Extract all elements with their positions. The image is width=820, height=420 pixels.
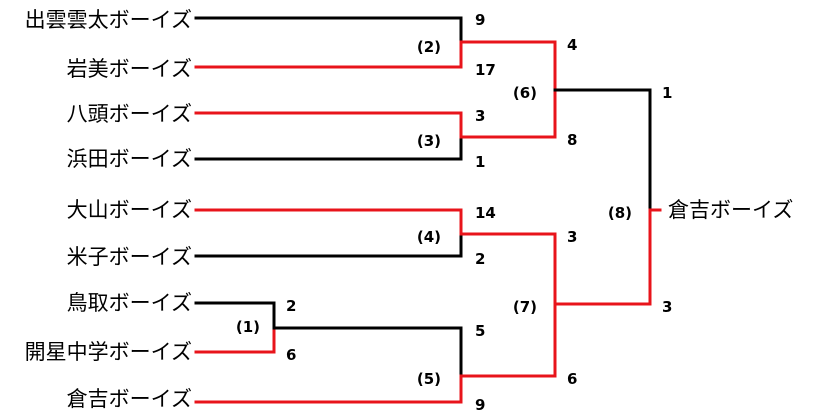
score-game6-top: 4 bbox=[567, 36, 577, 54]
score-game7-bottom: 6 bbox=[567, 370, 577, 388]
line-game3-top bbox=[194, 111, 463, 139]
score-game2-top: 9 bbox=[475, 11, 485, 29]
score-game5-bottom: 9 bbox=[475, 396, 485, 414]
score-game3-top: 3 bbox=[475, 107, 485, 125]
team-name-kaisei: 開星中学ボーイズ bbox=[25, 340, 192, 364]
game-label-5: (5) bbox=[417, 370, 441, 388]
score-game8-top: 1 bbox=[662, 84, 672, 102]
score-game3-bottom: 1 bbox=[475, 153, 485, 171]
game-label-1: (1) bbox=[236, 318, 260, 336]
score-game8-bottom: 3 bbox=[662, 298, 672, 316]
game-label-3: (3) bbox=[417, 132, 441, 150]
line-game5-top bbox=[272, 326, 463, 378]
score-game1-bottom: 6 bbox=[286, 346, 296, 364]
game-label-4: (4) bbox=[417, 228, 441, 246]
line-game8-bottom bbox=[553, 208, 652, 306]
score-game1-top: 2 bbox=[286, 297, 296, 315]
line-game1-top bbox=[194, 301, 276, 330]
game-label-7: (7) bbox=[513, 298, 537, 316]
team-name-iwami: 岩美ボーイズ bbox=[67, 57, 192, 81]
line-game8-top bbox=[553, 88, 652, 212]
line-game7-bottom bbox=[459, 302, 557, 378]
team-name-hamada: 浜田ボーイズ bbox=[67, 147, 192, 171]
score-game6-bottom: 8 bbox=[567, 131, 577, 149]
team-name-tottori: 鳥取ボーイズ bbox=[67, 291, 192, 315]
team-name-yazu: 八頭ボーイズ bbox=[67, 102, 192, 126]
game-label-2: (2) bbox=[417, 38, 441, 56]
score-game2-bottom: 17 bbox=[475, 61, 496, 79]
line-game5-bottom bbox=[194, 374, 463, 404]
line-game4-bottom bbox=[194, 232, 463, 258]
team-name-izumo: 出雲雲太ボーイズ bbox=[25, 8, 192, 32]
team-name-daisen: 大山ボーイズ bbox=[67, 198, 192, 222]
score-game4-top: 14 bbox=[475, 204, 496, 222]
score-game5-top: 5 bbox=[475, 322, 485, 340]
score-game7-top: 3 bbox=[567, 228, 577, 246]
score-game4-bottom: 2 bbox=[475, 250, 485, 268]
line-game7-top bbox=[459, 232, 557, 306]
game-label-8: (8) bbox=[608, 204, 632, 222]
line-game2-top bbox=[194, 16, 463, 44]
line-game6-top bbox=[459, 40, 557, 92]
champion-name: 倉吉ボーイズ bbox=[668, 198, 793, 222]
game-label-6: (6) bbox=[513, 84, 537, 102]
team-name-yonago: 米子ボーイズ bbox=[67, 245, 192, 269]
line-game4-top bbox=[194, 208, 463, 236]
team-name-kurayoshi: 倉吉ボーイズ bbox=[67, 387, 192, 411]
line-game2-bottom bbox=[194, 40, 463, 69]
line-game6-bottom bbox=[459, 88, 557, 139]
line-game3-bottom bbox=[194, 135, 463, 161]
line-game1-bottom bbox=[194, 326, 276, 354]
